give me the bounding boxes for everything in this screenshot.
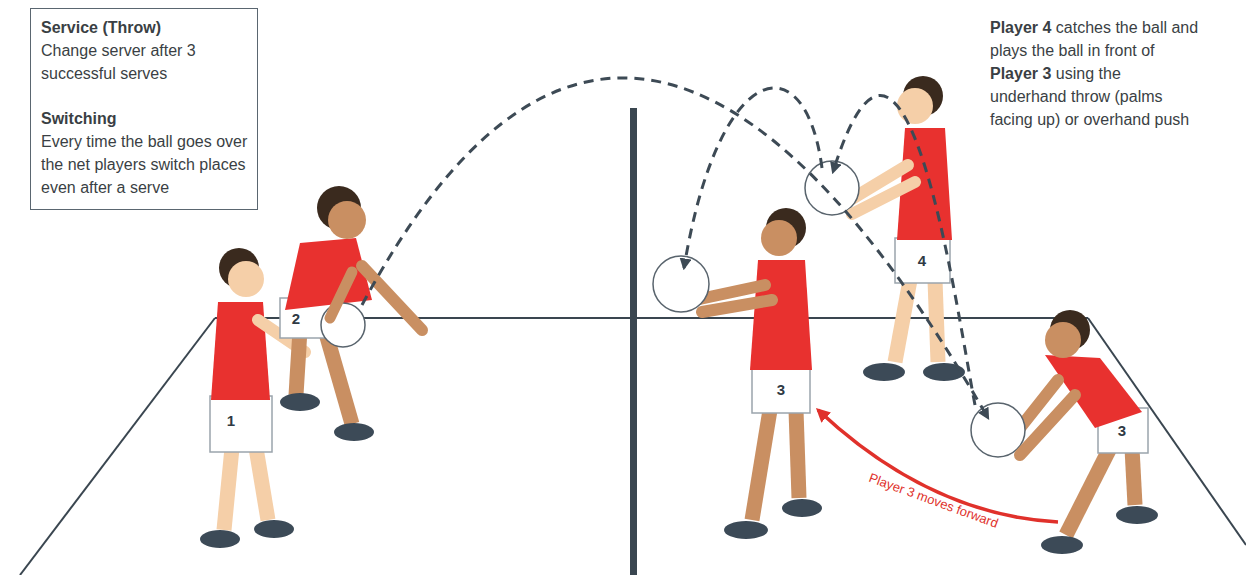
- leg: [1132, 448, 1135, 505]
- head: [328, 201, 366, 239]
- head: [228, 261, 264, 297]
- shoe: [254, 520, 294, 538]
- leg: [296, 330, 300, 395]
- shorts: [752, 365, 810, 413]
- net-pole: [630, 108, 637, 575]
- shirt: [285, 238, 372, 310]
- rule-text: Change server after 3 successful serves: [41, 39, 248, 85]
- player-number: 4: [918, 252, 926, 269]
- shoe: [334, 423, 374, 441]
- shoe: [1041, 536, 1083, 554]
- rule-text: Every time the ball goes over the net pl…: [41, 130, 248, 199]
- movement-label: Player 3 moves forward: [867, 470, 1000, 531]
- head: [761, 220, 797, 256]
- player-number: 3: [777, 381, 785, 398]
- shorts: [895, 238, 950, 283]
- shoe: [1116, 506, 1158, 524]
- emphasis: Player 4: [990, 19, 1051, 36]
- shoe: [724, 521, 768, 539]
- shorts: [210, 396, 272, 452]
- leg: [935, 280, 938, 362]
- shoe: [863, 363, 905, 381]
- player-figure: [653, 208, 822, 539]
- arm: [1020, 395, 1075, 455]
- leg: [796, 410, 799, 498]
- ball: [971, 403, 1025, 457]
- ball: [805, 161, 859, 215]
- player-number: 3: [1118, 422, 1126, 439]
- arm: [702, 300, 772, 312]
- rule-heading: Service (Throw): [41, 16, 248, 39]
- leg: [1066, 448, 1110, 535]
- court-line: [20, 318, 215, 575]
- ball-paths: [362, 78, 988, 418]
- shoe: [280, 393, 320, 411]
- instruction-note: Player 4 catches the ball and plays the …: [990, 16, 1200, 131]
- leg: [256, 448, 268, 520]
- player-number: 2: [292, 310, 300, 327]
- player-number: 1: [227, 412, 235, 429]
- shoe: [200, 530, 240, 548]
- rule-heading: Switching: [41, 107, 248, 130]
- arm: [852, 182, 915, 214]
- shoe: [782, 499, 822, 517]
- shoe: [923, 363, 965, 381]
- ball: [321, 303, 365, 347]
- leg: [752, 410, 770, 520]
- pass-trajectory: [833, 96, 975, 405]
- arm: [330, 272, 352, 318]
- shirt: [750, 260, 812, 370]
- serve-trajectory: [362, 78, 988, 418]
- pass-trajectory: [684, 88, 822, 268]
- ball: [653, 256, 709, 312]
- arm: [362, 266, 422, 330]
- court-line: [1088, 318, 1246, 545]
- head: [1045, 322, 1081, 358]
- head: [897, 88, 933, 124]
- emphasis: Player 3: [990, 65, 1051, 82]
- rule-box: Service (Throw)Change server after 3 suc…: [30, 8, 258, 210]
- player-figure: [280, 186, 422, 441]
- leg: [224, 448, 232, 530]
